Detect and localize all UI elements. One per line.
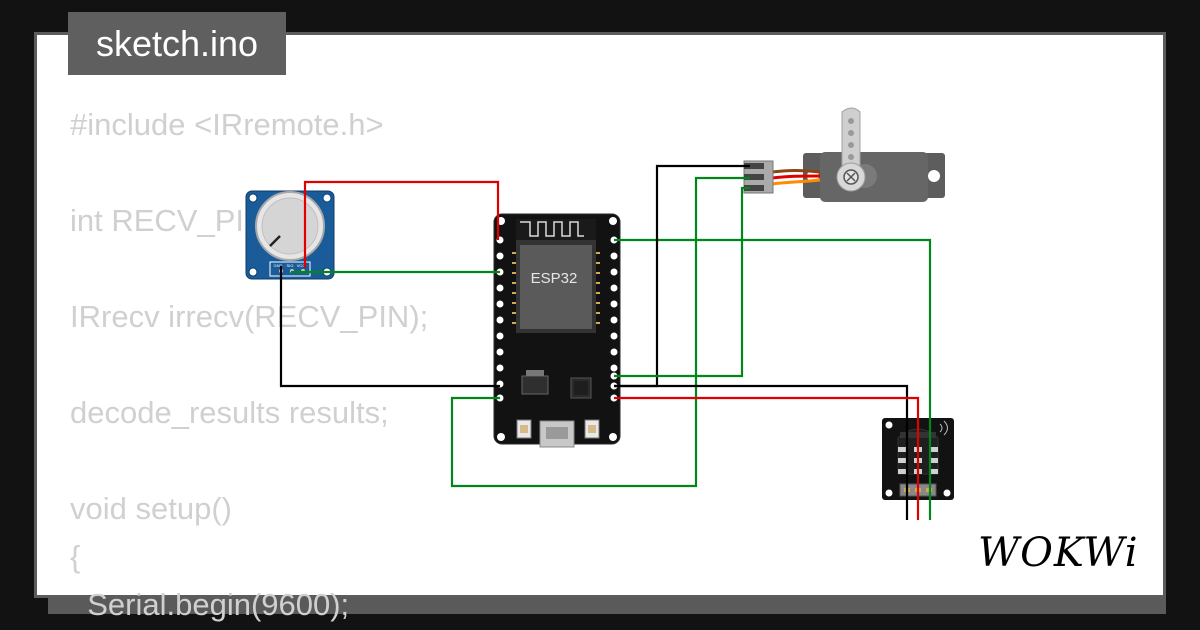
wokwi-logo-text: WOKWi	[978, 530, 1139, 576]
wires	[279, 164, 932, 520]
code-line-5: IRrecv irrecv(RECV_PIN);	[70, 299, 429, 334]
pot-pin-label-gnd: GND	[274, 263, 283, 268]
file-tab[interactable]: sketch.ino	[68, 12, 286, 75]
servo-motor[interactable]	[743, 107, 945, 202]
esp32-label: ESP32	[531, 270, 578, 287]
potentiometer[interactable]: GND SIG VCC	[245, 190, 335, 280]
esp32-board[interactable]: ESP32	[493, 213, 621, 448]
wokwi-logo: WOKWi	[978, 530, 1139, 576]
code-line-7: decode_results results;	[70, 395, 389, 430]
pot-pin-label-sig: SIG	[287, 263, 294, 268]
code-line-1: #include <IRremote.h>	[70, 107, 384, 142]
pot-knob-indicator	[269, 235, 281, 247]
pot-pin-label-vcc: VCC	[297, 263, 306, 268]
code-line-11: Serial.begin(9600);	[70, 587, 350, 622]
code-line-9: void setup()	[70, 491, 232, 526]
code-line-10: {	[70, 539, 81, 574]
